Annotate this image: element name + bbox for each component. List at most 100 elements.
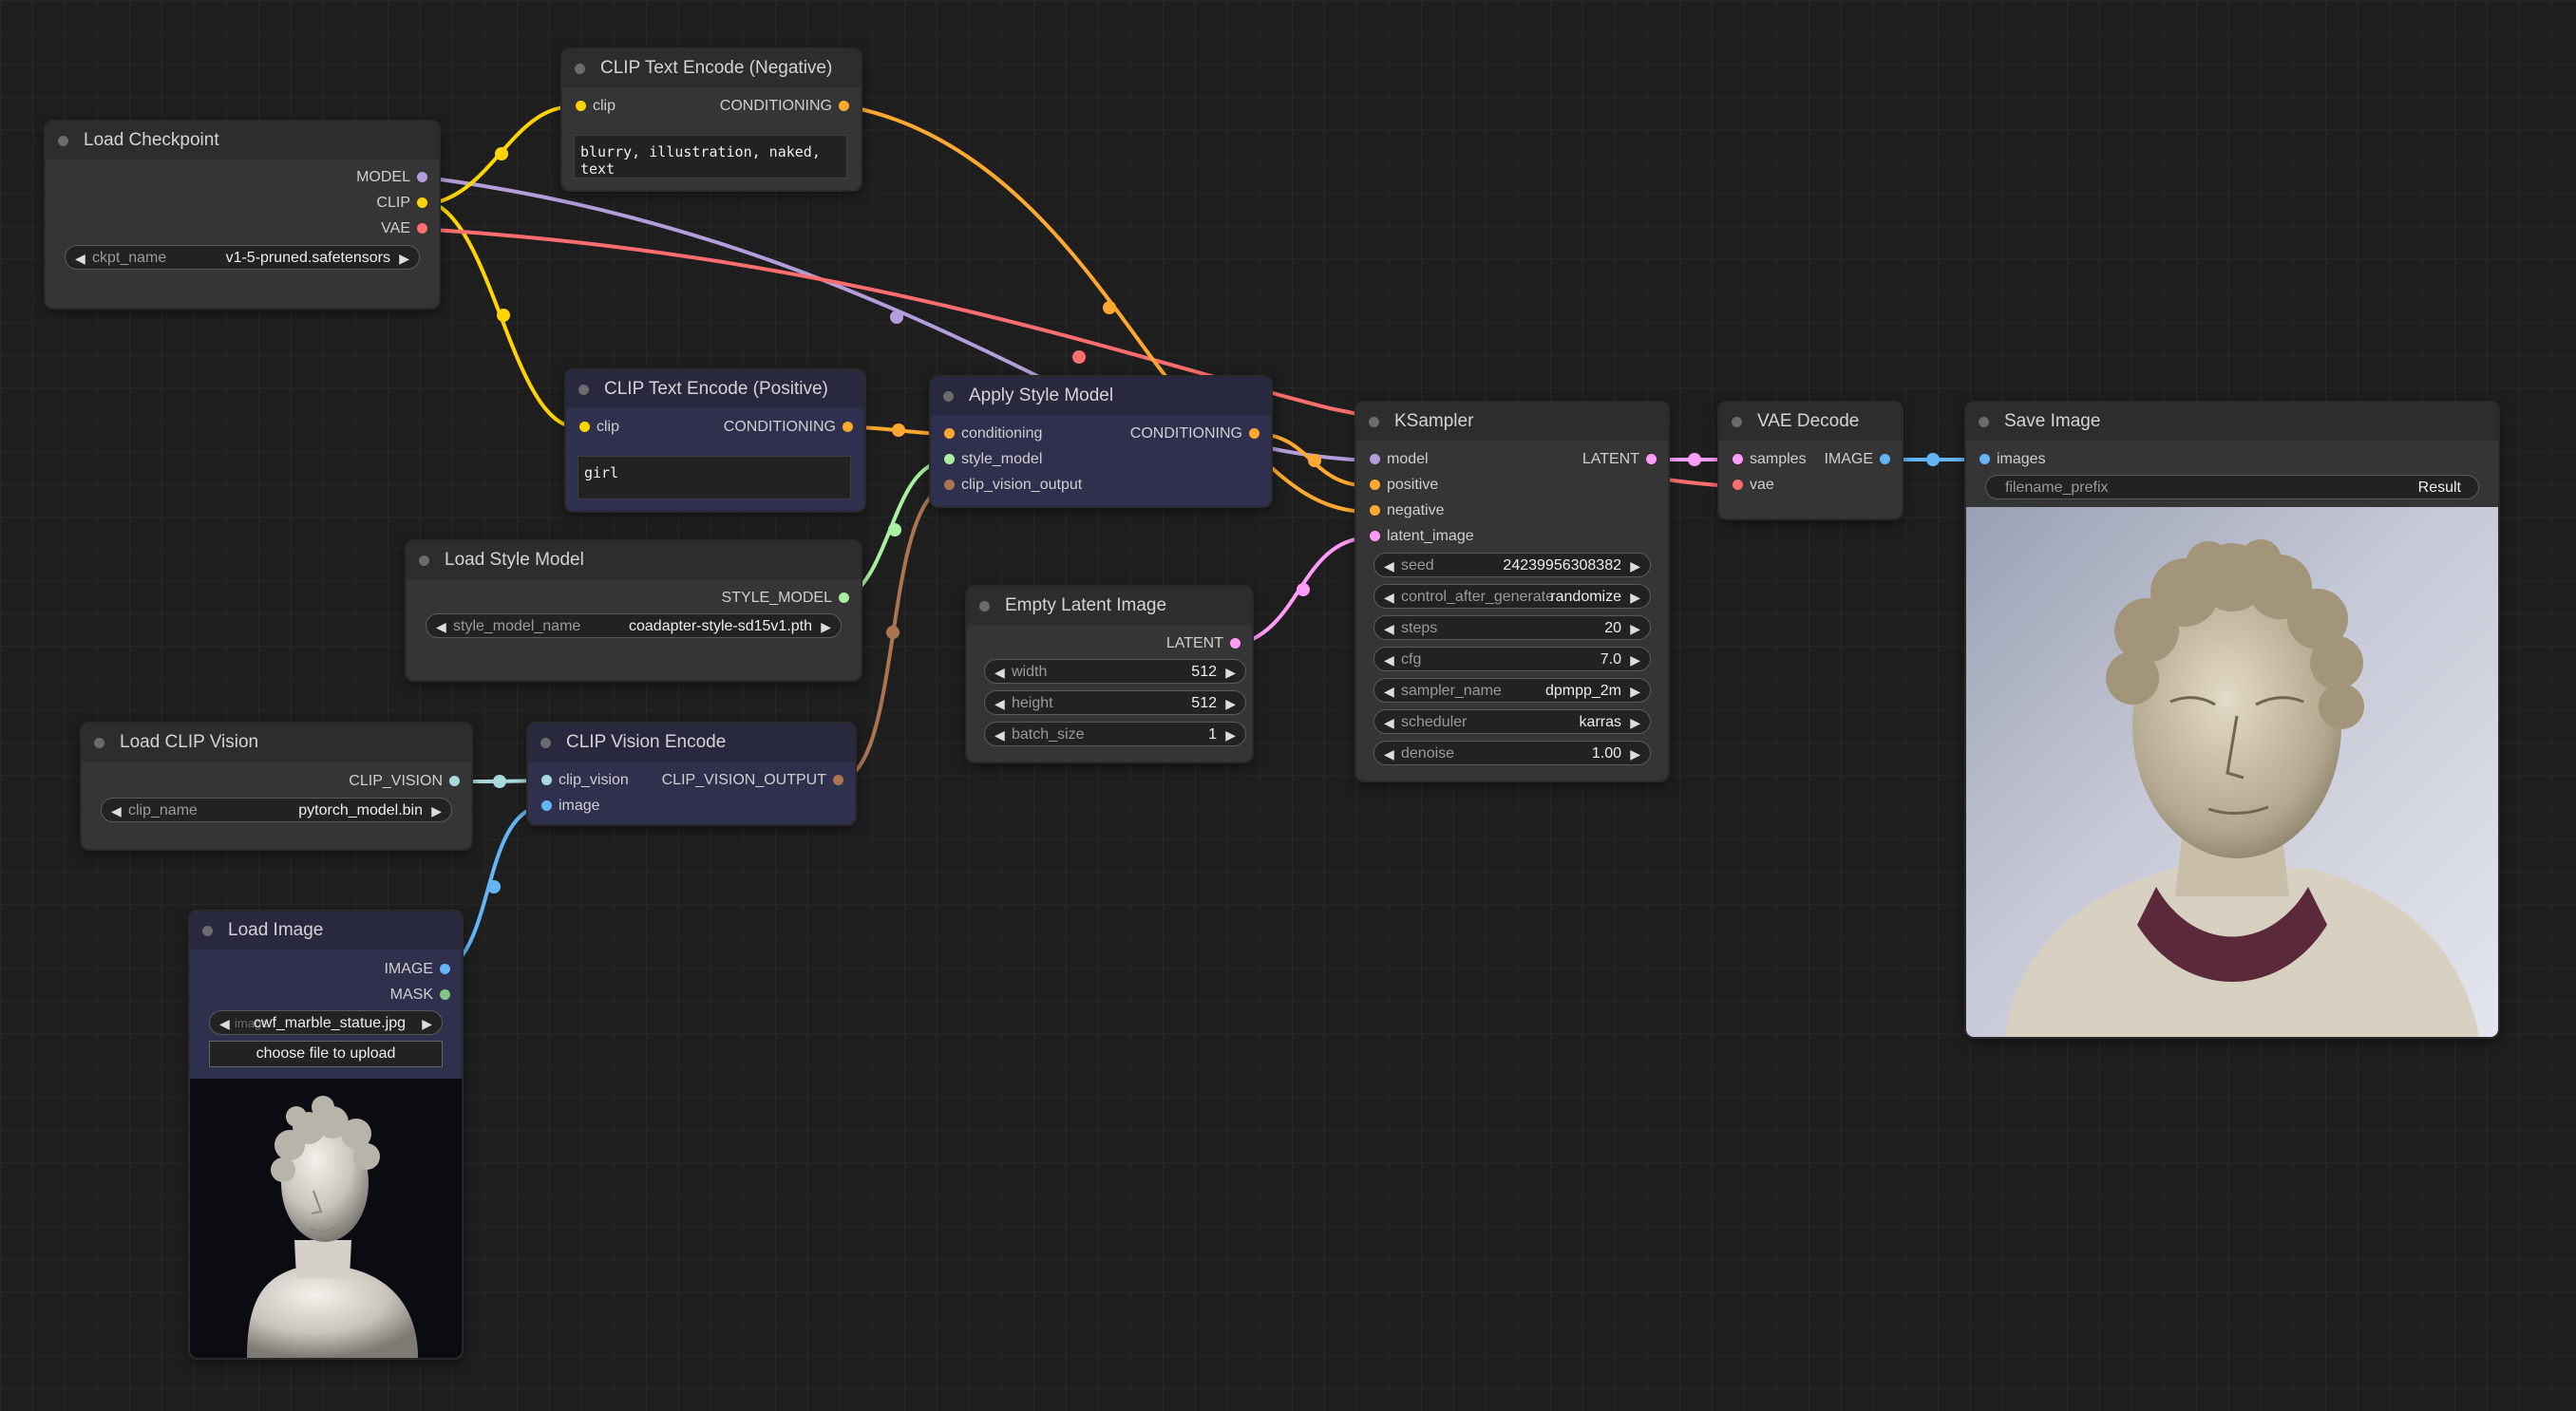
slot-dot-icon[interactable] <box>1249 428 1260 439</box>
output-clip-vision[interactable]: CLIP_VISION <box>349 769 460 794</box>
image-combo[interactable]: ◀ image cwf_marble_statue.jpg ▶ <box>209 1010 443 1035</box>
node-vae-decode[interactable]: VAE Decode samples vae IMAGE <box>1719 403 1902 518</box>
arrow-left-icon[interactable]: ◀ <box>219 1016 230 1031</box>
arrow-right-icon[interactable]: ▶ <box>1630 558 1640 574</box>
output-clip[interactable]: CLIP <box>376 191 427 216</box>
slot-dot-icon[interactable] <box>833 775 843 785</box>
arrow-right-icon[interactable]: ▶ <box>399 251 409 266</box>
cfg-number[interactable]: ◀ cfg 7.0 ▶ <box>1373 647 1651 671</box>
arrow-left-icon[interactable]: ◀ <box>1384 715 1394 730</box>
input-positive[interactable]: positive <box>1370 473 1438 498</box>
arrow-right-icon[interactable]: ▶ <box>1630 621 1640 636</box>
collapse-dot-icon[interactable] <box>943 391 954 402</box>
arrow-left-icon[interactable]: ◀ <box>1384 558 1394 574</box>
output-model[interactable]: MODEL <box>356 165 427 190</box>
slot-dot-icon[interactable] <box>576 101 586 111</box>
width-number[interactable]: ◀ width 512 ▶ <box>984 659 1246 684</box>
node-title[interactable]: Save Image <box>1966 403 2498 441</box>
output-image[interactable]: IMAGE <box>384 957 450 982</box>
slot-dot-icon[interactable] <box>1230 638 1241 649</box>
input-samples[interactable]: samples <box>1733 447 1807 472</box>
slot-dot-icon[interactable] <box>440 989 450 1000</box>
input-clip-vision[interactable]: clip_vision <box>541 768 629 793</box>
slot-dot-icon[interactable] <box>449 776 460 786</box>
slot-dot-icon[interactable] <box>579 422 590 432</box>
output-vae[interactable]: VAE <box>381 216 427 241</box>
node-empty-latent-image[interactable]: Empty Latent Image LATENT ◀ width 512 ▶ … <box>967 587 1252 762</box>
collapse-dot-icon[interactable] <box>202 926 213 936</box>
collapse-dot-icon[interactable] <box>58 136 68 146</box>
collapse-dot-icon[interactable] <box>94 738 104 748</box>
slot-dot-icon[interactable] <box>541 800 552 811</box>
arrow-left-icon[interactable]: ◀ <box>1384 684 1394 699</box>
collapse-dot-icon[interactable] <box>1732 417 1742 427</box>
arrow-right-icon[interactable]: ▶ <box>1630 684 1640 699</box>
slot-dot-icon[interactable] <box>541 775 552 785</box>
arrow-left-icon[interactable]: ◀ <box>1384 652 1394 668</box>
node-ksampler[interactable]: KSampler model positive negative latent_… <box>1356 403 1668 781</box>
negative-prompt-textarea[interactable]: blurry, illustration, naked, text <box>574 135 847 179</box>
ckpt-name-combo[interactable]: ◀ ckpt_name v1-5-pruned.safetensors ▶ <box>65 245 420 270</box>
arrow-left-icon[interactable]: ◀ <box>994 696 1005 711</box>
slot-dot-icon[interactable] <box>944 428 955 439</box>
slot-dot-icon[interactable] <box>1979 454 1990 464</box>
collapse-dot-icon[interactable] <box>419 555 429 566</box>
style-model-name-combo[interactable]: ◀ style_model_name coadapter-style-sd15v… <box>426 613 842 638</box>
node-save-image[interactable]: Save Image images filename_prefix Result <box>1966 403 2498 1037</box>
arrow-right-icon[interactable]: ▶ <box>1630 590 1640 605</box>
filename-prefix-text[interactable]: filename_prefix Result <box>1985 475 2479 499</box>
node-title[interactable]: Load Style Model <box>407 541 861 579</box>
output-latent[interactable]: LATENT <box>1582 447 1657 472</box>
input-model[interactable]: model <box>1370 447 1429 472</box>
clip-name-combo[interactable]: ◀ clip_name pytorch_model.bin ▶ <box>101 798 452 822</box>
node-title[interactable]: Load Image <box>190 912 462 950</box>
slot-dot-icon[interactable] <box>1370 531 1380 541</box>
arrow-right-icon[interactable]: ▶ <box>422 1016 432 1031</box>
arrow-left-icon[interactable]: ◀ <box>1384 746 1394 762</box>
node-title[interactable]: Load Checkpoint <box>46 122 439 160</box>
arrow-right-icon[interactable]: ▶ <box>1630 715 1640 730</box>
node-clip-text-negative[interactable]: CLIP Text Encode (Negative) clip CONDITI… <box>562 49 861 190</box>
collapse-dot-icon[interactable] <box>578 385 589 395</box>
control-after-generate-combo[interactable]: ◀ control_after_generate randomize ▶ <box>1373 584 1651 609</box>
arrow-left-icon[interactable]: ◀ <box>75 251 85 266</box>
output-latent[interactable]: LATENT <box>1166 631 1241 656</box>
slot-dot-icon[interactable] <box>944 454 955 464</box>
slot-dot-icon[interactable] <box>1370 505 1380 516</box>
arrow-left-icon[interactable]: ◀ <box>436 619 446 634</box>
output-image[interactable]: IMAGE <box>1824 447 1890 472</box>
input-image[interactable]: image <box>541 794 600 818</box>
input-clip[interactable]: clip <box>576 94 616 119</box>
node-title[interactable]: CLIP Text Encode (Positive) <box>566 370 864 408</box>
arrow-left-icon[interactable]: ◀ <box>1384 590 1394 605</box>
node-title[interactable]: Apply Style Model <box>931 377 1271 415</box>
arrow-right-icon[interactable]: ▶ <box>1225 665 1236 680</box>
height-number[interactable]: ◀ height 512 ▶ <box>984 690 1246 715</box>
denoise-number[interactable]: ◀ denoise 1.00 ▶ <box>1373 741 1651 765</box>
slot-dot-icon[interactable] <box>1733 454 1743 464</box>
output-conditioning[interactable]: CONDITIONING <box>1130 422 1260 446</box>
seed-number[interactable]: ◀ seed 24239956308382 ▶ <box>1373 553 1651 577</box>
arrow-left-icon[interactable]: ◀ <box>994 665 1005 680</box>
node-title[interactable]: Load CLIP Vision <box>82 724 471 762</box>
collapse-dot-icon[interactable] <box>1979 417 1989 427</box>
node-title[interactable]: Empty Latent Image <box>967 587 1252 625</box>
arrow-right-icon[interactable]: ▶ <box>1630 652 1640 668</box>
arrow-right-icon[interactable]: ▶ <box>1225 727 1236 743</box>
scheduler-combo[interactable]: ◀ scheduler karras ▶ <box>1373 709 1651 734</box>
collapse-dot-icon[interactable] <box>575 64 585 74</box>
steps-number[interactable]: ◀ steps 20 ▶ <box>1373 615 1651 640</box>
input-images[interactable]: images <box>1979 447 2046 472</box>
slot-dot-icon[interactable] <box>843 422 853 432</box>
slot-dot-icon[interactable] <box>417 223 427 234</box>
slot-dot-icon[interactable] <box>1646 454 1657 464</box>
collapse-dot-icon[interactable] <box>540 738 551 748</box>
arrow-right-icon[interactable]: ▶ <box>821 619 831 634</box>
node-load-clip-vision[interactable]: Load CLIP Vision CLIP_VISION ◀ clip_name… <box>82 724 471 849</box>
slot-dot-icon[interactable] <box>839 593 849 603</box>
input-latent-image[interactable]: latent_image <box>1370 524 1474 549</box>
node-clip-text-positive[interactable]: CLIP Text Encode (Positive) clip CONDITI… <box>566 370 864 511</box>
output-conditioning[interactable]: CONDITIONING <box>720 94 849 119</box>
slot-dot-icon[interactable] <box>440 964 450 974</box>
slot-dot-icon[interactable] <box>417 198 427 208</box>
